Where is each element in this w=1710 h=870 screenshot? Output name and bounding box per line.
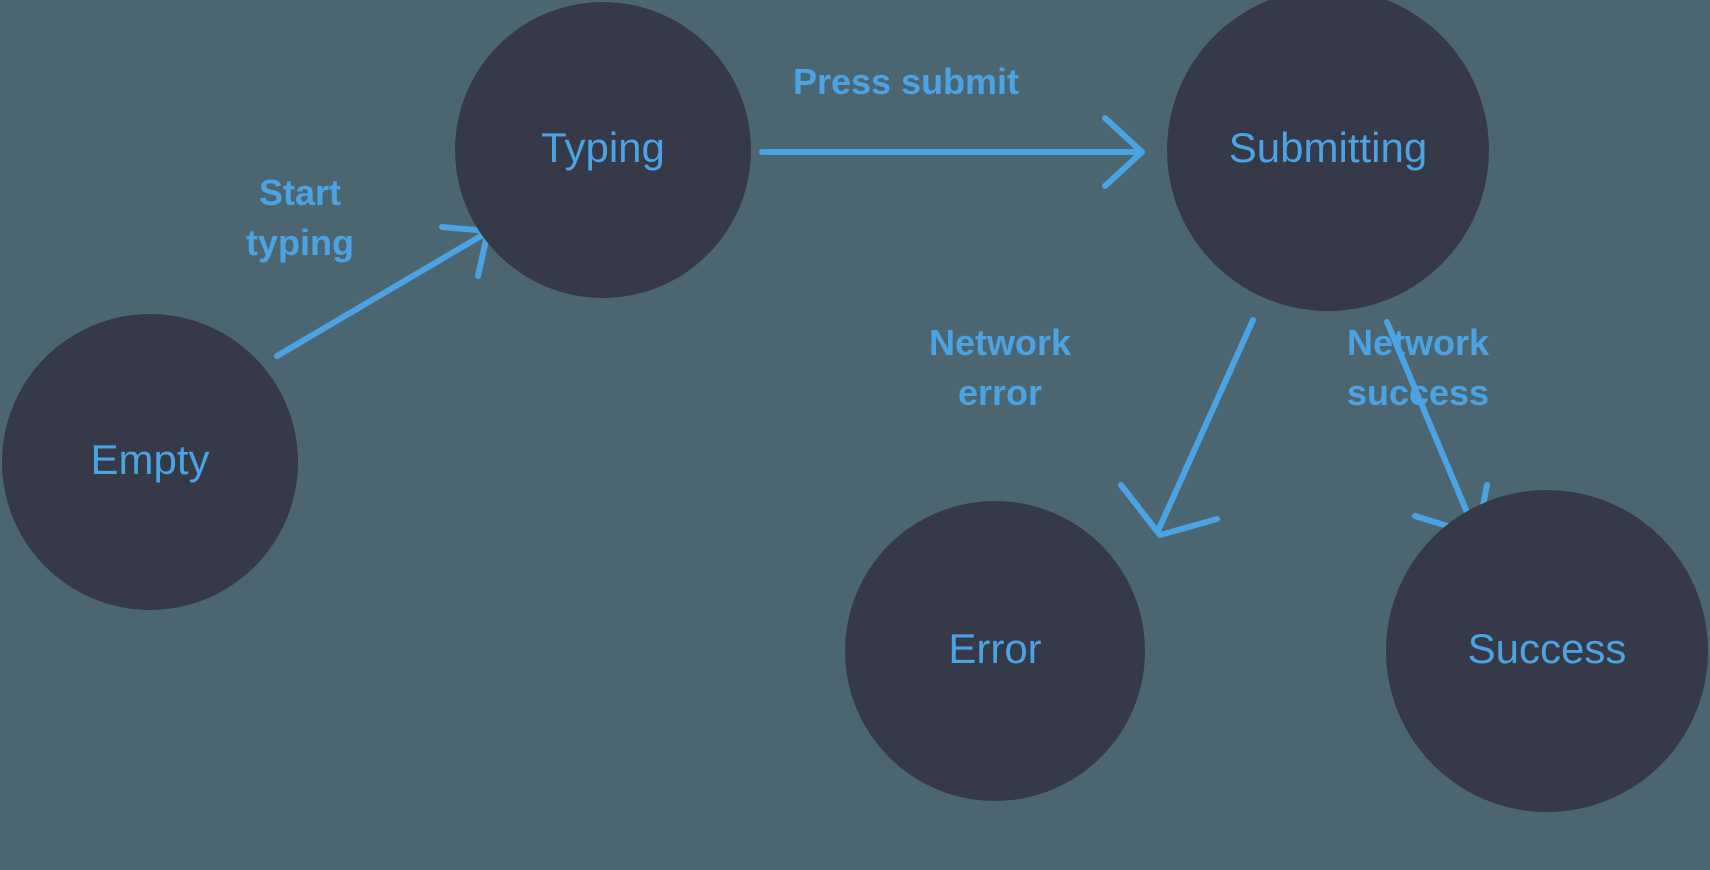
transition-network-error[interactable] [1118,317,1256,538]
transition-label-press-submit: Press submit [793,61,1019,102]
transition-press-submit[interactable] [759,115,1145,189]
state-label-error: Error [948,625,1041,672]
state-node-error[interactable]: Error [845,501,1145,801]
state-label-submitting: Submitting [1229,124,1427,171]
state-node-submitting[interactable]: Submitting [1167,0,1489,311]
state-circle-submitting[interactable] [1167,0,1489,311]
arrowhead-icon-network-error [1118,482,1220,538]
state-node-empty[interactable]: Empty [2,314,298,610]
state-node-success[interactable]: Success [1386,490,1708,812]
arrowhead-icon-press-submit [1102,115,1145,189]
state-label-success: Success [1468,625,1627,672]
states-layer: Empty Typing Submitting Error Success [2,0,1708,812]
state-circle-success[interactable] [1386,490,1708,812]
state-label-empty: Empty [90,436,209,483]
transition-line-start-typing [274,230,489,359]
transitions-layer [274,115,1490,538]
state-circle-error[interactable] [845,501,1145,801]
state-label-typing: Typing [541,124,665,171]
transition-line-network-success [1384,319,1477,532]
state-circle-empty[interactable] [2,314,298,610]
state-circle-typing[interactable] [455,2,751,298]
transition-line-network-error [1155,317,1256,534]
state-node-typing[interactable]: Typing [455,2,751,298]
